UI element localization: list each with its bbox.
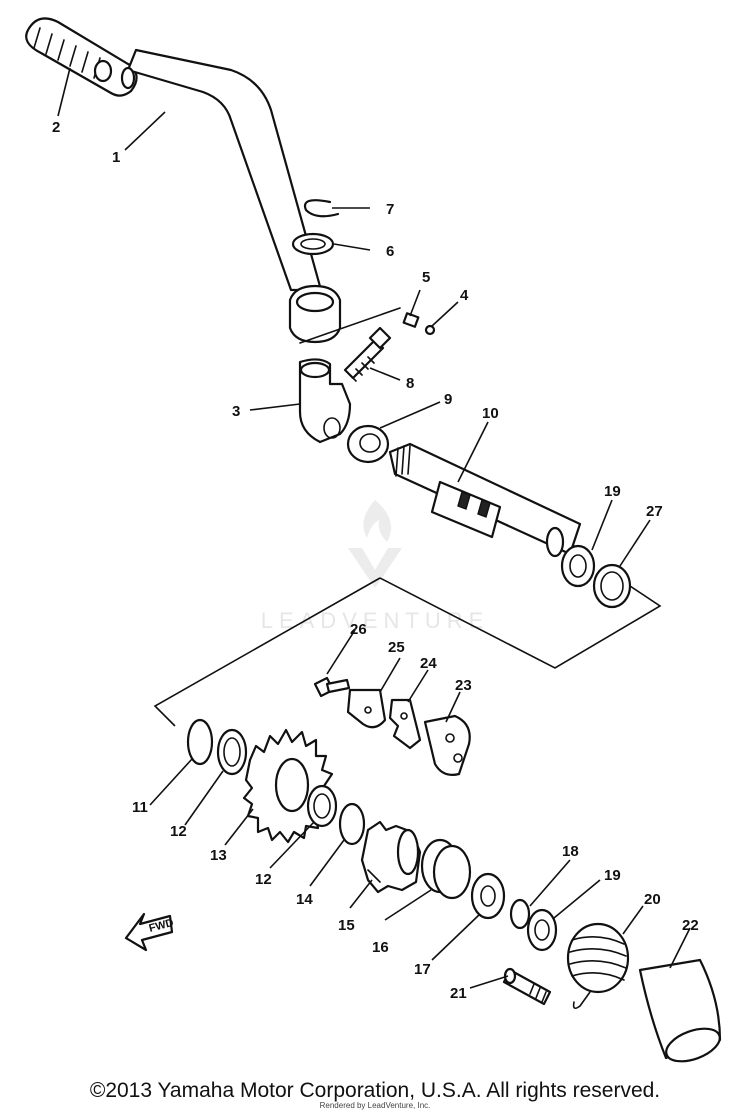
part-15-ratchet-wheel <box>360 820 422 894</box>
part-2-kick-grip <box>25 17 138 97</box>
callout-12-right: 12 <box>255 871 272 888</box>
callout-19-lower: 19 <box>604 867 621 884</box>
part-19-washer-upper <box>560 544 596 588</box>
callout-16: 16 <box>372 939 389 956</box>
callout-14: 14 <box>296 891 313 908</box>
callout-17: 17 <box>414 961 431 978</box>
callout-11: 11 <box>132 799 148 816</box>
callout-7: 7 <box>386 201 394 218</box>
part-9-oil-seal <box>346 424 390 464</box>
assembly-line-left <box>153 577 381 727</box>
part-17-washer <box>470 872 506 920</box>
callout-4: 4 <box>460 287 469 304</box>
assembly-line-crank <box>299 307 401 344</box>
watermark-text: LEADVENTURE <box>261 608 490 633</box>
callout-12-left: 12 <box>170 823 187 840</box>
callout-9: 9 <box>444 391 452 408</box>
part-26-bolt <box>313 676 351 698</box>
rendered-by-note: Rendered by LeadVenture, Inc. <box>319 1101 431 1110</box>
callout-6: 6 <box>386 243 394 260</box>
callout-23: 23 <box>455 677 472 694</box>
callout-22: 22 <box>682 917 699 934</box>
callout-26: 26 <box>350 621 367 638</box>
part-14-circlip <box>338 802 366 846</box>
part-12-washer-right <box>306 784 338 828</box>
part-24-stopper <box>388 698 422 750</box>
part-6-washer <box>291 232 335 256</box>
callout-27: 27 <box>646 503 663 520</box>
copyright-notice: ©2013 Yamaha Motor Corporation, U.S.A. A… <box>89 1079 661 1102</box>
callout-21: 21 <box>450 985 467 1002</box>
callout-8: 8 <box>406 375 414 392</box>
fwd-arrow: FWD <box>124 912 175 952</box>
part-25-plate <box>346 688 387 729</box>
part-1-kick-crank <box>120 48 342 344</box>
part-10-kick-shaft <box>388 442 582 558</box>
callout-25: 25 <box>388 639 405 656</box>
part-8-bolt <box>343 326 392 382</box>
callout-18: 18 <box>562 843 579 860</box>
callout-15: 15 <box>338 917 355 934</box>
part-5-nut <box>402 312 420 328</box>
part-11-circlip <box>186 718 214 766</box>
part-4-ball <box>424 324 436 336</box>
part-12-washer-left <box>216 728 248 776</box>
leader-lines <box>57 67 691 989</box>
part-21-pin <box>502 967 552 1006</box>
callout-10: 10 <box>482 405 499 422</box>
part-27-washer <box>592 563 632 609</box>
part-7-circlip <box>303 199 340 218</box>
part-3-kick-boss <box>298 358 352 444</box>
callout-2: 2 <box>52 119 60 136</box>
part-19-washer-lower <box>526 908 558 952</box>
part-18-circlip <box>509 898 531 930</box>
callout-1: 1 <box>112 149 120 166</box>
part-20-torsion-spring <box>566 922 630 1010</box>
part-16-spring <box>420 838 472 900</box>
callout-numbers: 2 1 7 6 5 4 8 3 9 10 19 27 26 25 24 23 1… <box>52 119 699 1002</box>
callout-24: 24 <box>420 655 437 672</box>
callout-3: 3 <box>232 403 240 420</box>
callout-20: 20 <box>644 891 661 908</box>
callout-13: 13 <box>210 847 227 864</box>
callout-5: 5 <box>422 269 430 286</box>
part-23-plate <box>423 714 471 776</box>
part-22-cover <box>638 958 722 1063</box>
assembly-line-right <box>379 577 662 669</box>
callout-19-upper: 19 <box>604 483 621 500</box>
